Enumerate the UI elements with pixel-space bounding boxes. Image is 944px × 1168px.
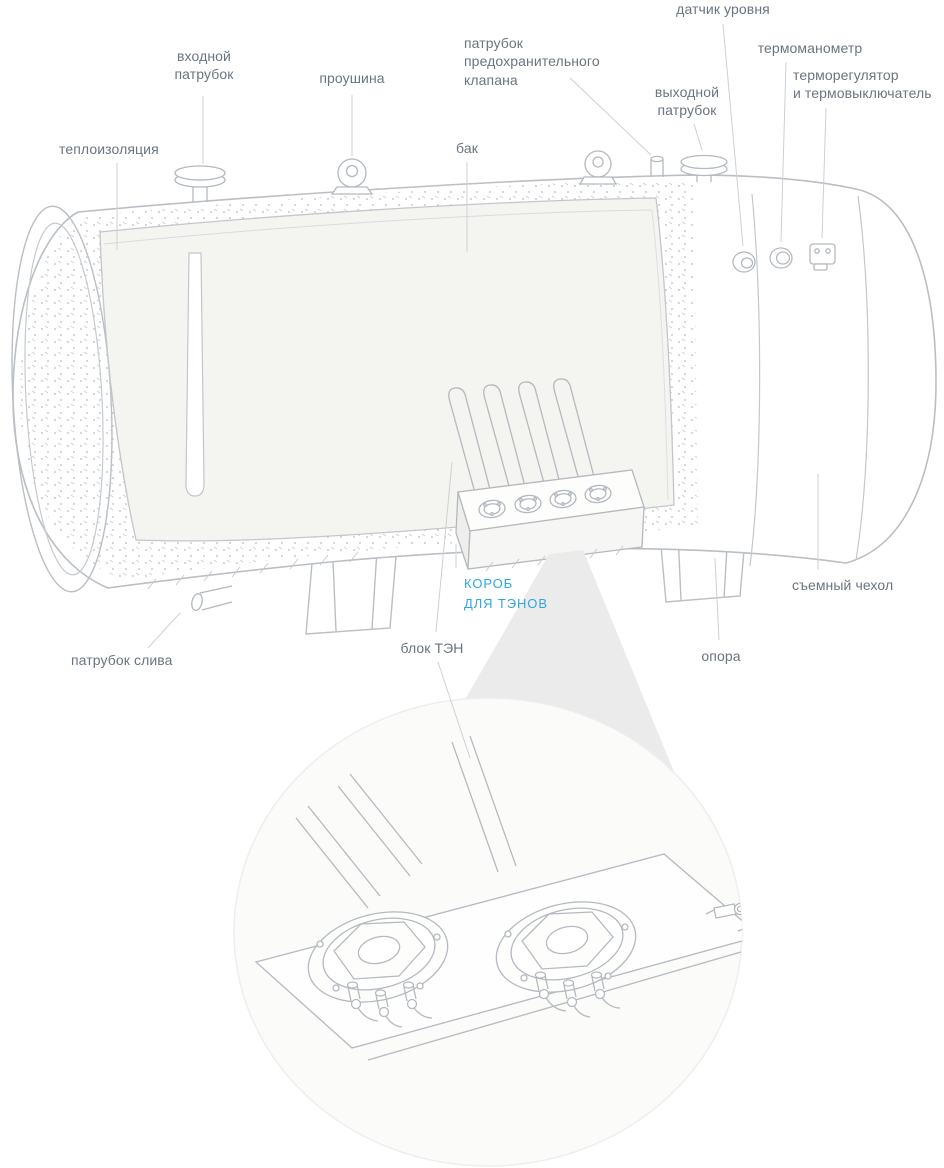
leader-thermomanometer (780, 61, 787, 243)
leader-support (714, 557, 720, 641)
thermostat-unit (809, 243, 836, 271)
label-thermomanometer: термоманометр (757, 40, 863, 56)
label-thermostat: терморегулятор и термовыключатель (793, 67, 932, 102)
label-tank: бак (456, 140, 478, 156)
label-safety-valve-pipe: патрубок предохранительного клапана (464, 35, 600, 88)
magnified-tubes (295, 735, 517, 909)
level-sensor (732, 251, 756, 273)
leader-drain (147, 612, 181, 649)
inlet-tube-inner (185, 252, 205, 497)
insulation-layer (20, 180, 698, 580)
label-heater-block: блок ТЭН (400, 640, 464, 656)
heater-flanges (478, 484, 612, 519)
leader-thermostat (821, 107, 827, 239)
safety-valve-stub (650, 155, 664, 177)
inner-tank-window (99, 197, 675, 542)
lifting-lug-rear (578, 150, 618, 185)
cover-seams (749, 193, 869, 567)
drain-stub (191, 585, 233, 612)
heater-box (455, 469, 645, 570)
label-insulation: теплоизоляция (59, 141, 159, 157)
magnifier-detail (254, 735, 742, 1061)
label-outlet-pipe: выходной патрубок (654, 84, 720, 119)
label-inlet-pipe: входной патрубок (174, 48, 234, 83)
leader-level-sensor (722, 23, 744, 247)
label-removable-cover: съемный чехол (792, 577, 894, 593)
label-drain-pipe: патрубок слива (71, 652, 173, 668)
outlet-flange (680, 154, 728, 182)
leader-heater-block-down (437, 661, 471, 759)
heating-elements (448, 378, 598, 501)
thermomanometer-unit (769, 247, 793, 269)
label-level-sensor: датчик уровня (676, 1, 770, 17)
label-support: опора (701, 648, 741, 664)
inlet-flange (174, 165, 226, 202)
leader-lines (116, 23, 827, 759)
leader-outlet (693, 123, 703, 151)
label-lug: проушина (319, 70, 385, 86)
leader-heater-block-up (435, 461, 453, 633)
magnified-anode-bolt (705, 902, 742, 932)
lifting-lug-front (330, 158, 374, 195)
magnified-heater-flange (307, 911, 449, 1028)
label-heater-box: КОРОБ ДЛЯ ТЭНОВ (464, 576, 548, 612)
leader-safety-valve (569, 77, 652, 156)
